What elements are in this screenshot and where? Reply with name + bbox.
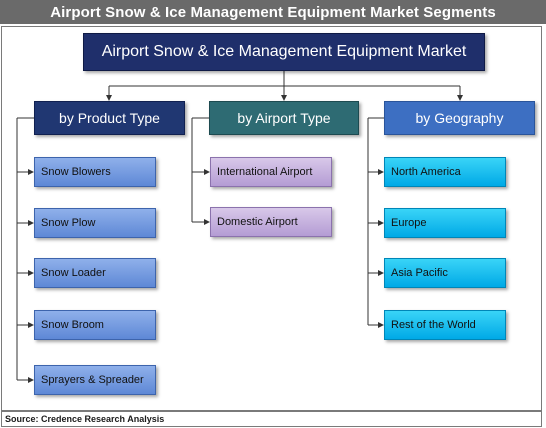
leaf-rest-of-the-world: Rest of the World <box>384 310 506 340</box>
leaf-international-airport: International Airport <box>210 157 332 187</box>
leaf-snow-loader: Snow Loader <box>34 258 156 288</box>
source-note: Source: Credence Research Analysis <box>1 411 542 427</box>
diagram-border <box>1 26 542 411</box>
leaf-asia-pacific: Asia Pacific <box>384 258 506 288</box>
leaf-domestic-airport: Domestic Airport <box>210 207 332 237</box>
leaf-sprayers-spreader: Sprayers & Spreader <box>34 365 156 395</box>
leaf-north-america: North America <box>384 157 506 187</box>
diagram-title: Airport Snow & Ice Management Equipment … <box>0 0 546 24</box>
category-geography: by Geography <box>384 101 535 135</box>
category-airport-type: by Airport Type <box>209 101 359 135</box>
leaf-snow-blowers: Snow Blowers <box>34 157 156 187</box>
root-node: Airport Snow & Ice Management Equipment … <box>83 33 485 71</box>
category-product-type: by Product Type <box>34 101 185 135</box>
leaf-snow-plow: Snow Plow <box>34 208 156 238</box>
leaf-europe: Europe <box>384 208 506 238</box>
leaf-snow-broom: Snow Broom <box>34 310 156 340</box>
